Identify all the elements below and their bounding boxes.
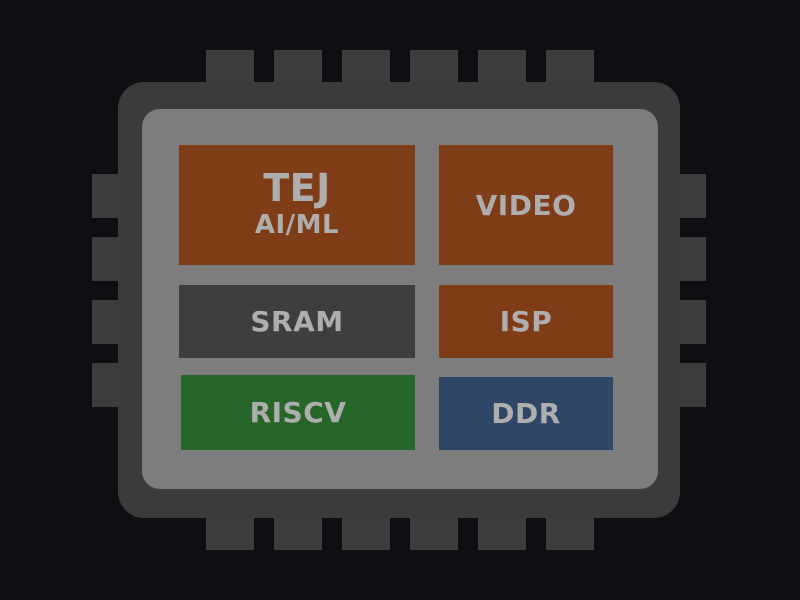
block-ddr-label: DDR bbox=[491, 397, 561, 430]
block-riscv-label: RISCV bbox=[249, 396, 347, 429]
chip-pin-bottom bbox=[274, 512, 322, 550]
block-tej-subtitle: AI/ML bbox=[254, 210, 340, 240]
chip-pin-bottom bbox=[478, 512, 526, 550]
chip-pin-bottom bbox=[342, 512, 390, 550]
block-video: VIDEO bbox=[439, 145, 613, 265]
block-video-label: VIDEO bbox=[475, 188, 577, 222]
block-sram: SRAM bbox=[179, 285, 415, 358]
chip-pin-bottom bbox=[410, 512, 458, 550]
chip-pin-bottom bbox=[546, 512, 594, 550]
block-isp: ISP bbox=[439, 285, 613, 358]
block-ddr: DDR bbox=[439, 377, 613, 450]
block-tej-title: TEJ bbox=[263, 166, 331, 210]
block-tej-ai-ml: TEJ AI/ML bbox=[179, 145, 415, 265]
block-sram-label: SRAM bbox=[250, 305, 344, 338]
block-riscv: RISCV bbox=[181, 375, 415, 450]
chip-pin-bottom bbox=[206, 512, 254, 550]
block-isp-label: ISP bbox=[499, 305, 553, 338]
